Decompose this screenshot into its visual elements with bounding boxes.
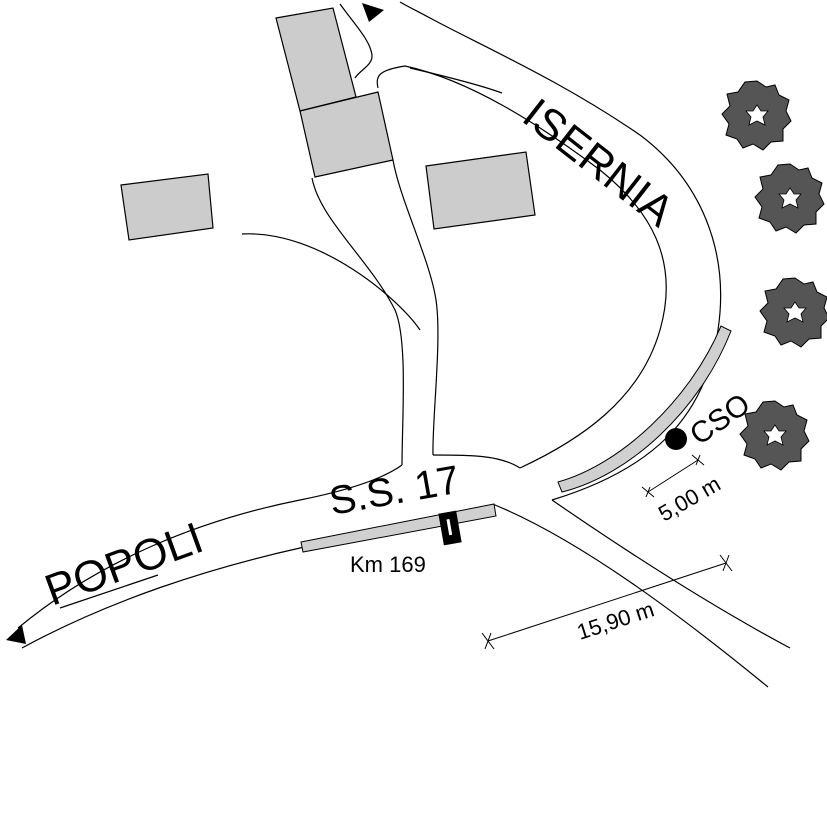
km-marker-icon	[438, 510, 462, 546]
dimension-short	[641, 454, 705, 498]
isernia-road-outer	[399, 1, 722, 501]
dimension-long-label: 15,90 m	[574, 596, 657, 644]
trees	[721, 80, 827, 471]
dimension-long	[481, 554, 733, 650]
road-edge-north-west	[17, 464, 403, 629]
arrow-north-icon	[362, 3, 384, 22]
sidewalk-east	[557, 325, 732, 493]
cso-point-icon	[665, 428, 687, 450]
buildings	[120, 7, 536, 241]
tree-icon	[759, 277, 827, 348]
building-4	[425, 151, 536, 230]
direction-west-label: POPOLI	[39, 513, 210, 615]
tree-icon	[739, 400, 810, 471]
road-edge-north-mid	[432, 454, 521, 469]
side-lane-right	[392, 159, 439, 456]
tree-icon	[754, 163, 825, 234]
access-lane	[339, 3, 373, 79]
side-lane-left	[311, 177, 404, 466]
lane-mark-isernia	[409, 67, 503, 94]
arrow-west-icon	[6, 625, 26, 644]
tree-icon	[721, 80, 792, 151]
dimension-short-label: 5,00 m	[654, 471, 725, 526]
building-3	[120, 173, 214, 241]
isernia-road-east	[551, 499, 791, 649]
km-label: Km 169	[350, 552, 426, 577]
building-1	[275, 7, 357, 112]
lane-mark-popoli	[59, 574, 159, 609]
isernia-road-inner	[376, 65, 667, 469]
side-lane-curb	[241, 233, 421, 331]
direction-north-label: ISERNIA	[514, 89, 683, 236]
